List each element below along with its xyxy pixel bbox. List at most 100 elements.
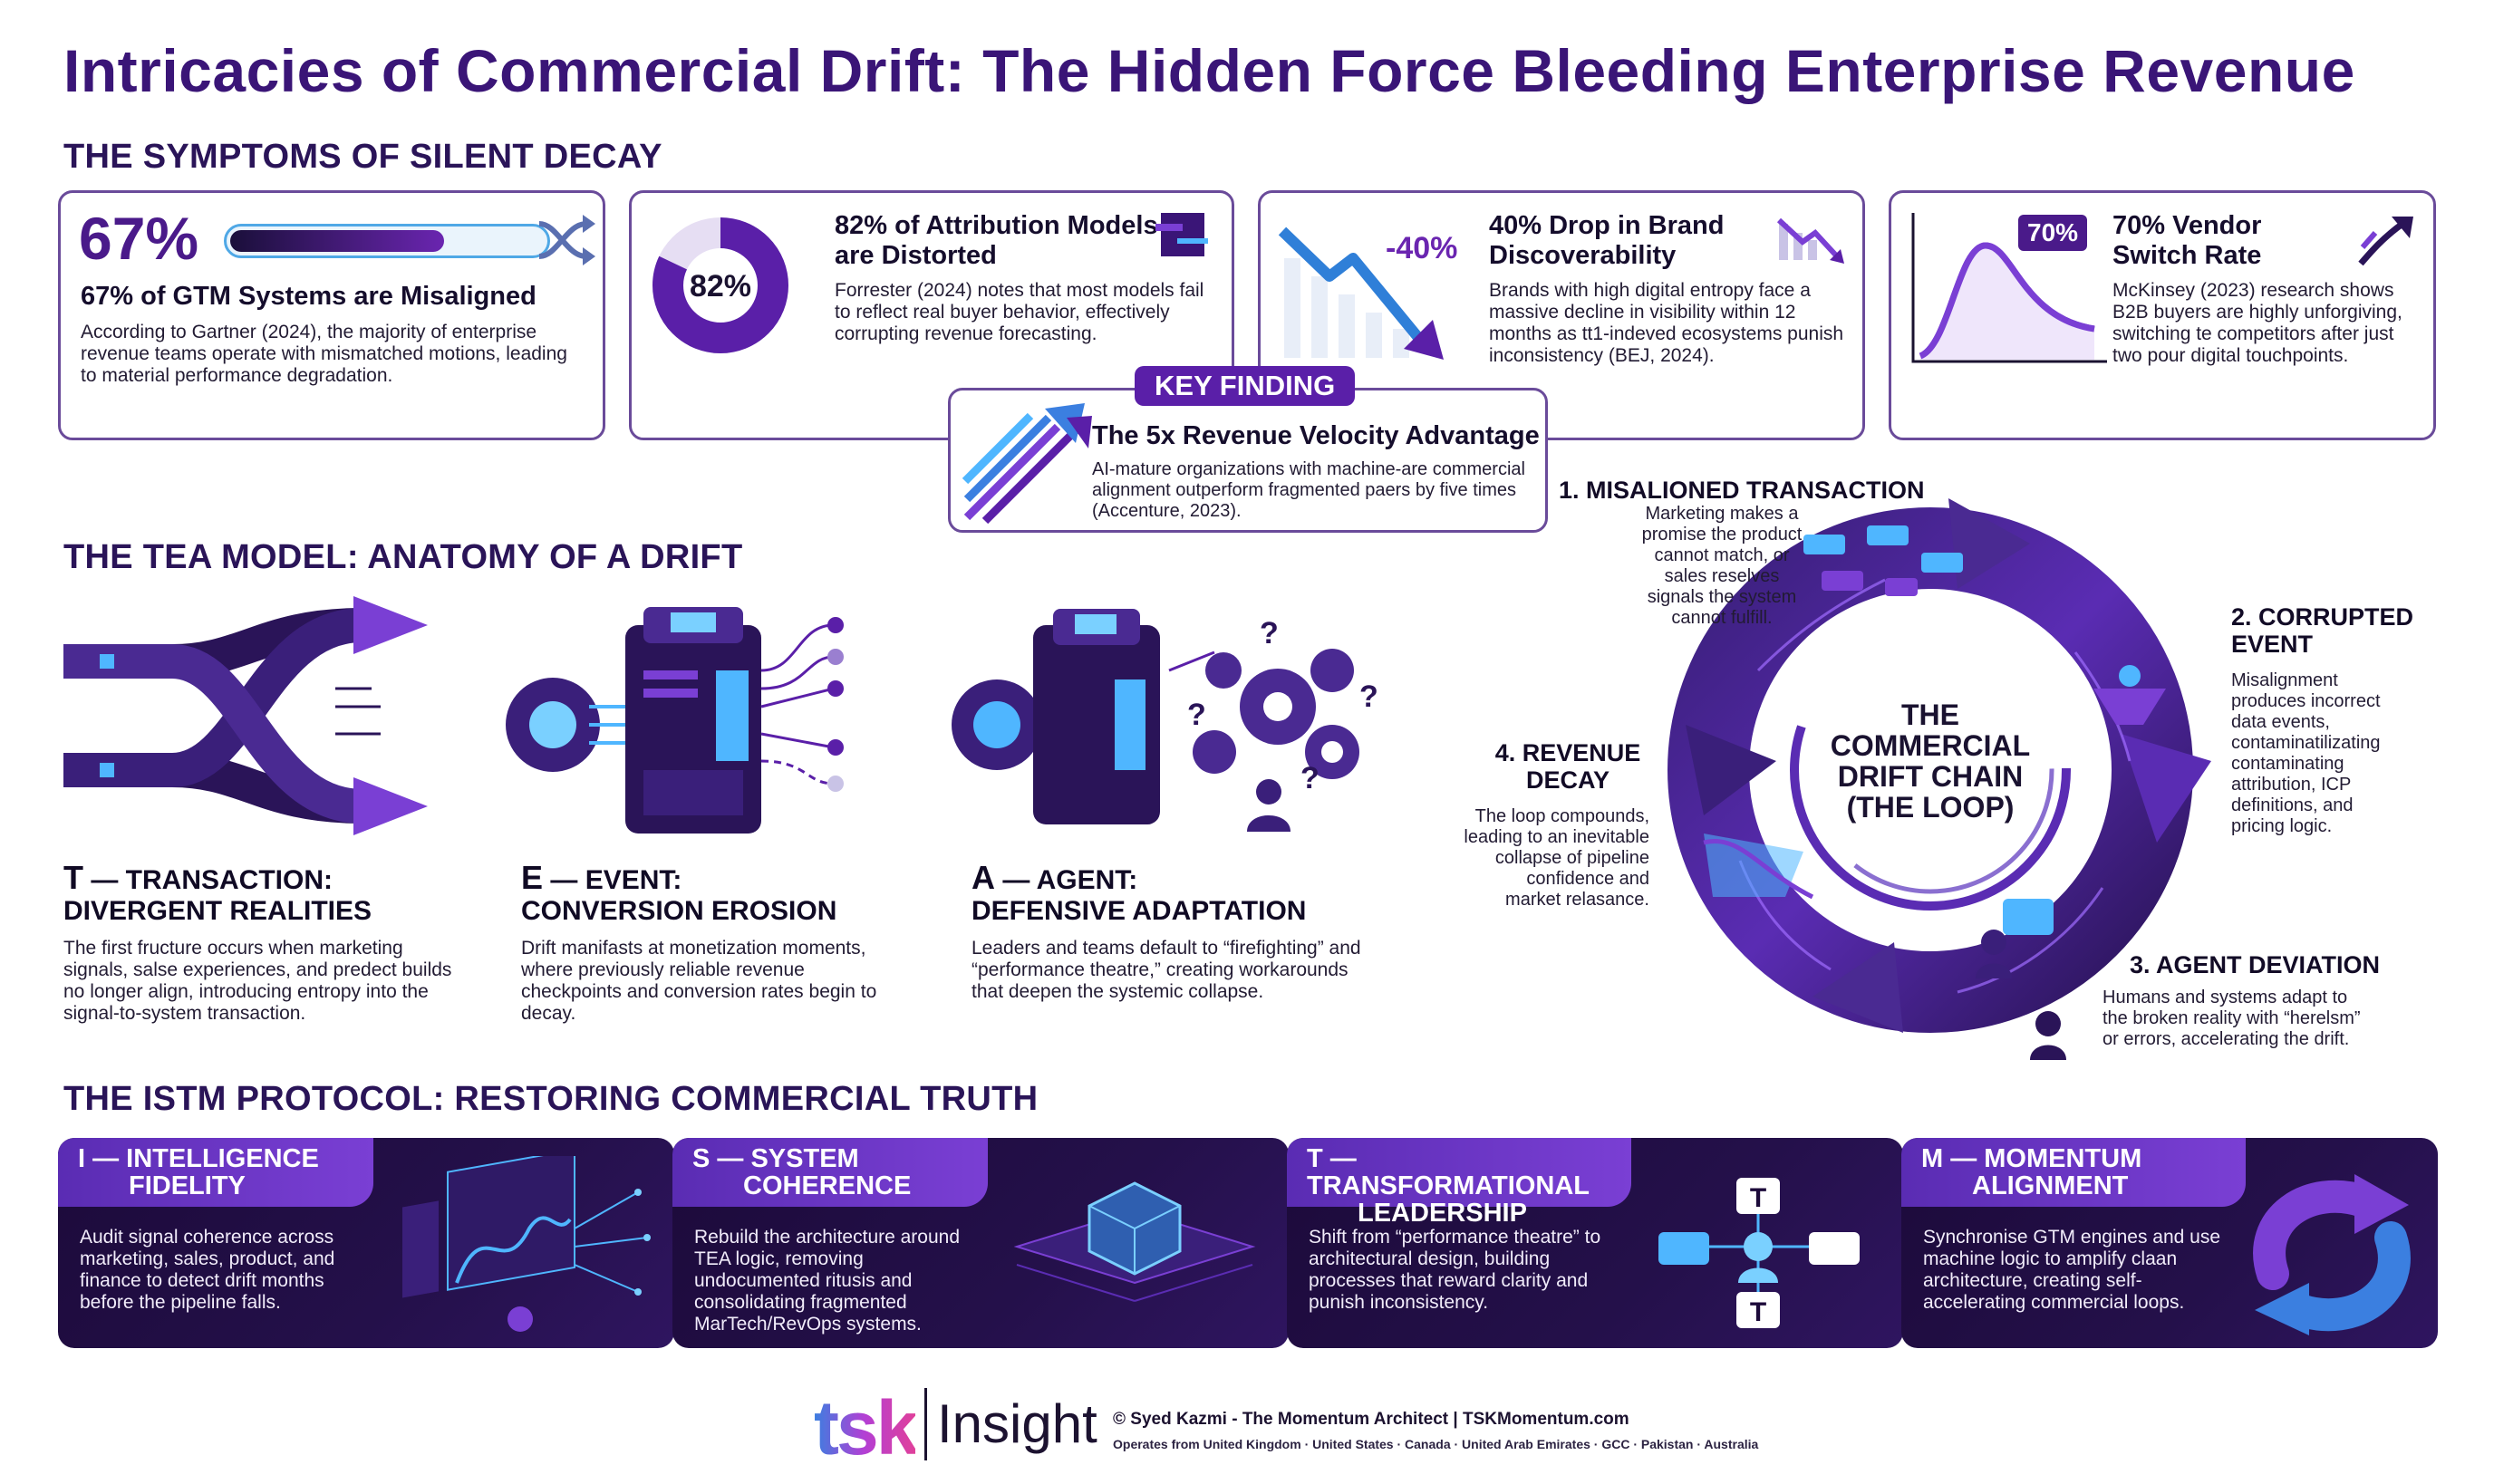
- card-headline: 40% Drop in Brand Discoverability: [1489, 211, 1725, 270]
- loop-step-line: attribution, ICP: [2231, 775, 2352, 795]
- svg-text:?: ?: [1300, 761, 1320, 795]
- loop-step-line: promise the product: [1641, 525, 1803, 544]
- card-headline: 82% of Attribution Models are Distorted: [835, 211, 1158, 270]
- istm-card-leadership: T — TRANSFORMATIONAL LEADERSHIP Shift fr…: [1287, 1138, 1903, 1348]
- istm-tab: S — SYSTEM COHERENCE: [672, 1138, 988, 1207]
- loop-center-line: COMMERCIAL: [1830, 729, 2031, 762]
- agent-gears-illustration: ????: [952, 609, 1378, 832]
- rising-arrows-icon: [962, 403, 1092, 525]
- loop-center-label: THE COMMERCIAL DRIFT CHAIN (THE LOOP): [1794, 699, 2066, 823]
- loop-step-line: signals the system: [1647, 587, 1797, 607]
- loop-step-line: Humans and systems adapt to: [2102, 988, 2348, 1007]
- signal-chart-illustration: [402, 1156, 651, 1332]
- istm-body: Audit signal coherence across marketing,…: [80, 1227, 335, 1313]
- svg-text:T: T: [1750, 1297, 1766, 1327]
- tea-label: — TRANSACTION:: [91, 865, 333, 895]
- tea-body: The first fructure occurs when marketing…: [63, 938, 452, 1024]
- tea-label: — AGENT:: [1002, 865, 1138, 895]
- tea-sub: CONVERSION EROSION: [521, 896, 837, 926]
- symptom-card-misaligned: 67% 67% of GTM Systems are Misaligned Ac…: [58, 190, 605, 440]
- svg-text:T: T: [1750, 1183, 1766, 1213]
- istm-tab: I — INTELLIGENCE FIDELITY: [58, 1138, 373, 1207]
- istm-title: S — SYSTEM: [692, 1144, 859, 1173]
- symptom-card-discoverability: -40% 40% Drop in Brand Discoverability B…: [1258, 190, 1865, 440]
- loop-step-line: the broken reality with “herelsm”: [2102, 1008, 2361, 1028]
- donut-chart: 82%: [652, 217, 788, 353]
- tea-letter: T: [63, 859, 83, 896]
- symptoms-heading: THE SYMPTOMS OF SILENT DECAY: [63, 138, 662, 176]
- loop-step-line: contaminatilizating: [2231, 733, 2381, 753]
- svg-text:?: ?: [1359, 679, 1378, 714]
- istm-title: I — INTELLIGENCE: [78, 1144, 319, 1173]
- loop-step-title: 1. MISALIONED TRANSACTION: [1559, 477, 1925, 504]
- istm-body: Shift from “performance theatre” to arch…: [1309, 1227, 1601, 1313]
- tea-heading: THE TEA MODEL: ANATOMY OF A DRIFT: [63, 538, 743, 576]
- card-body: McKinsey (2023) research shows B2B buyer…: [2112, 280, 2402, 366]
- istm-title-2: FIDELITY: [129, 1171, 246, 1200]
- loop-step-line: The loop compounds,: [1474, 806, 1649, 826]
- symptom-card-vendor-switch: 70% 70% Vendor Switch Rate McKinsey (202…: [1889, 190, 2436, 440]
- progress-bar: [224, 224, 550, 258]
- istm-heading: THE ISTM PROTOCOL: RESTORING COMMERCIAL …: [63, 1080, 1039, 1118]
- momentum-loop-icon: [2253, 1174, 2411, 1335]
- donut-label: 82%: [690, 269, 751, 304]
- glitch-square-icon: [1155, 213, 1208, 256]
- conversion-server-illustration: [506, 607, 844, 834]
- key-finding-body: AI-mature organizations with machine-are…: [1092, 459, 1525, 521]
- svg-text:?: ?: [1260, 616, 1279, 650]
- loop-step-line: collapse of pipeline: [1494, 848, 1649, 868]
- istm-body: Synchronise GTM engines and use machine …: [1923, 1227, 2221, 1313]
- card-body: Brands with high digital entropy face a …: [1489, 280, 1844, 366]
- stat-value: -40%: [1386, 231, 1458, 265]
- page-title: Intricacies of Commercial Drift: The Hid…: [63, 37, 2355, 104]
- istm-title-2: COHERENCE: [743, 1171, 912, 1200]
- footer-operations: Operates from United Kingdom · United St…: [1113, 1437, 1759, 1451]
- card-headline: 70% Vendor Switch Rate: [2112, 211, 2262, 270]
- tea-sub: DEFENSIVE ADAPTATION: [972, 896, 1307, 926]
- key-finding-card: The 5x Revenue Velocity Advantage AI-mat…: [948, 388, 1548, 533]
- loop-step-agent-deviation: 3. AGENT DEVIATION Humans and systems ad…: [2102, 951, 2465, 1050]
- istm-tab: M — MOMENTUM ALIGNMENT: [1901, 1138, 2246, 1207]
- loop-step-title: 3. AGENT DEVIATION: [2130, 951, 2381, 978]
- diverging-paths-illustration: [63, 596, 428, 835]
- key-finding-tag: KEY FINDING: [1135, 366, 1356, 406]
- tea-letter: A: [972, 859, 995, 896]
- loop-step-line: Misalignment: [2231, 670, 2338, 690]
- trend-down-icon: [1776, 217, 1844, 264]
- loop-step-line: or errors, accelerating the drift.: [2102, 1029, 2350, 1049]
- stat-value: 67%: [79, 205, 199, 272]
- tea-label: — EVENT:: [550, 865, 682, 895]
- loop-step-line: Marketing makes a: [1645, 504, 1799, 524]
- bell-curve-chart: [1911, 213, 2107, 363]
- loop-step-line: cannot fulfill.: [1671, 608, 1773, 628]
- loop-step-line: produces incorrect: [2231, 691, 2381, 711]
- istm-body: Rebuild the architecture around TEA logi…: [694, 1227, 961, 1335]
- card-headline: 67% of GTM Systems are Misaligned: [81, 282, 536, 311]
- card-body: Forrester (2024) notes that most models …: [835, 280, 1204, 344]
- footer-credit: © Syed Kazmi - The Momentum Architect | …: [1113, 1410, 1629, 1429]
- tea-body: Drift manifasts at monetization moments,…: [521, 938, 877, 1024]
- istm-title-2: LEADERSHIP: [1358, 1199, 1527, 1228]
- trend-down-chart: [1278, 226, 1444, 360]
- card-body: According to Gartner (2024), the majorit…: [81, 322, 567, 386]
- loop-center-line: DRIFT CHAIN: [1837, 760, 2024, 793]
- loop-step-line: pricing logic.: [2231, 816, 2333, 836]
- tea-letter: E: [521, 859, 544, 896]
- loop-step-misaligned-transaction: 1. MISALIONED TRANSACTION Marketing make…: [1559, 477, 1939, 629]
- progress-fill: [230, 230, 444, 252]
- key-finding-headline: The 5x Revenue Velocity Advantage: [1092, 421, 1540, 450]
- loop-center-line: THE: [1901, 699, 1959, 731]
- symptom-card-attribution: 82% 82% of Attribution Models are Distor…: [629, 190, 1234, 440]
- stat-value: 70%: [2018, 215, 2088, 251]
- loop-step-line: cannot match, or: [1654, 545, 1790, 565]
- loop-step-line: leading to an inevitable: [1464, 827, 1649, 847]
- loop-step-title: 2. CORRUPTED EVENT: [2231, 603, 2414, 658]
- leadership-network-illustration: T T: [1658, 1178, 1860, 1328]
- tea-item-event: E — EVENT: CONVERSION EROSION Drift mani…: [521, 862, 902, 1025]
- loop-step-line: contaminating: [2231, 754, 2344, 774]
- tea-sub: DIVERGENT REALITIES: [63, 896, 372, 926]
- loop-step-revenue-decay: 4. REVENUE DECAY The loop compounds, lea…: [1432, 739, 1649, 911]
- istm-title-2: ALIGNMENT: [1972, 1171, 2129, 1200]
- svg-text:?: ?: [1187, 698, 1206, 732]
- istm-title: M — MOMENTUM: [1921, 1144, 2142, 1173]
